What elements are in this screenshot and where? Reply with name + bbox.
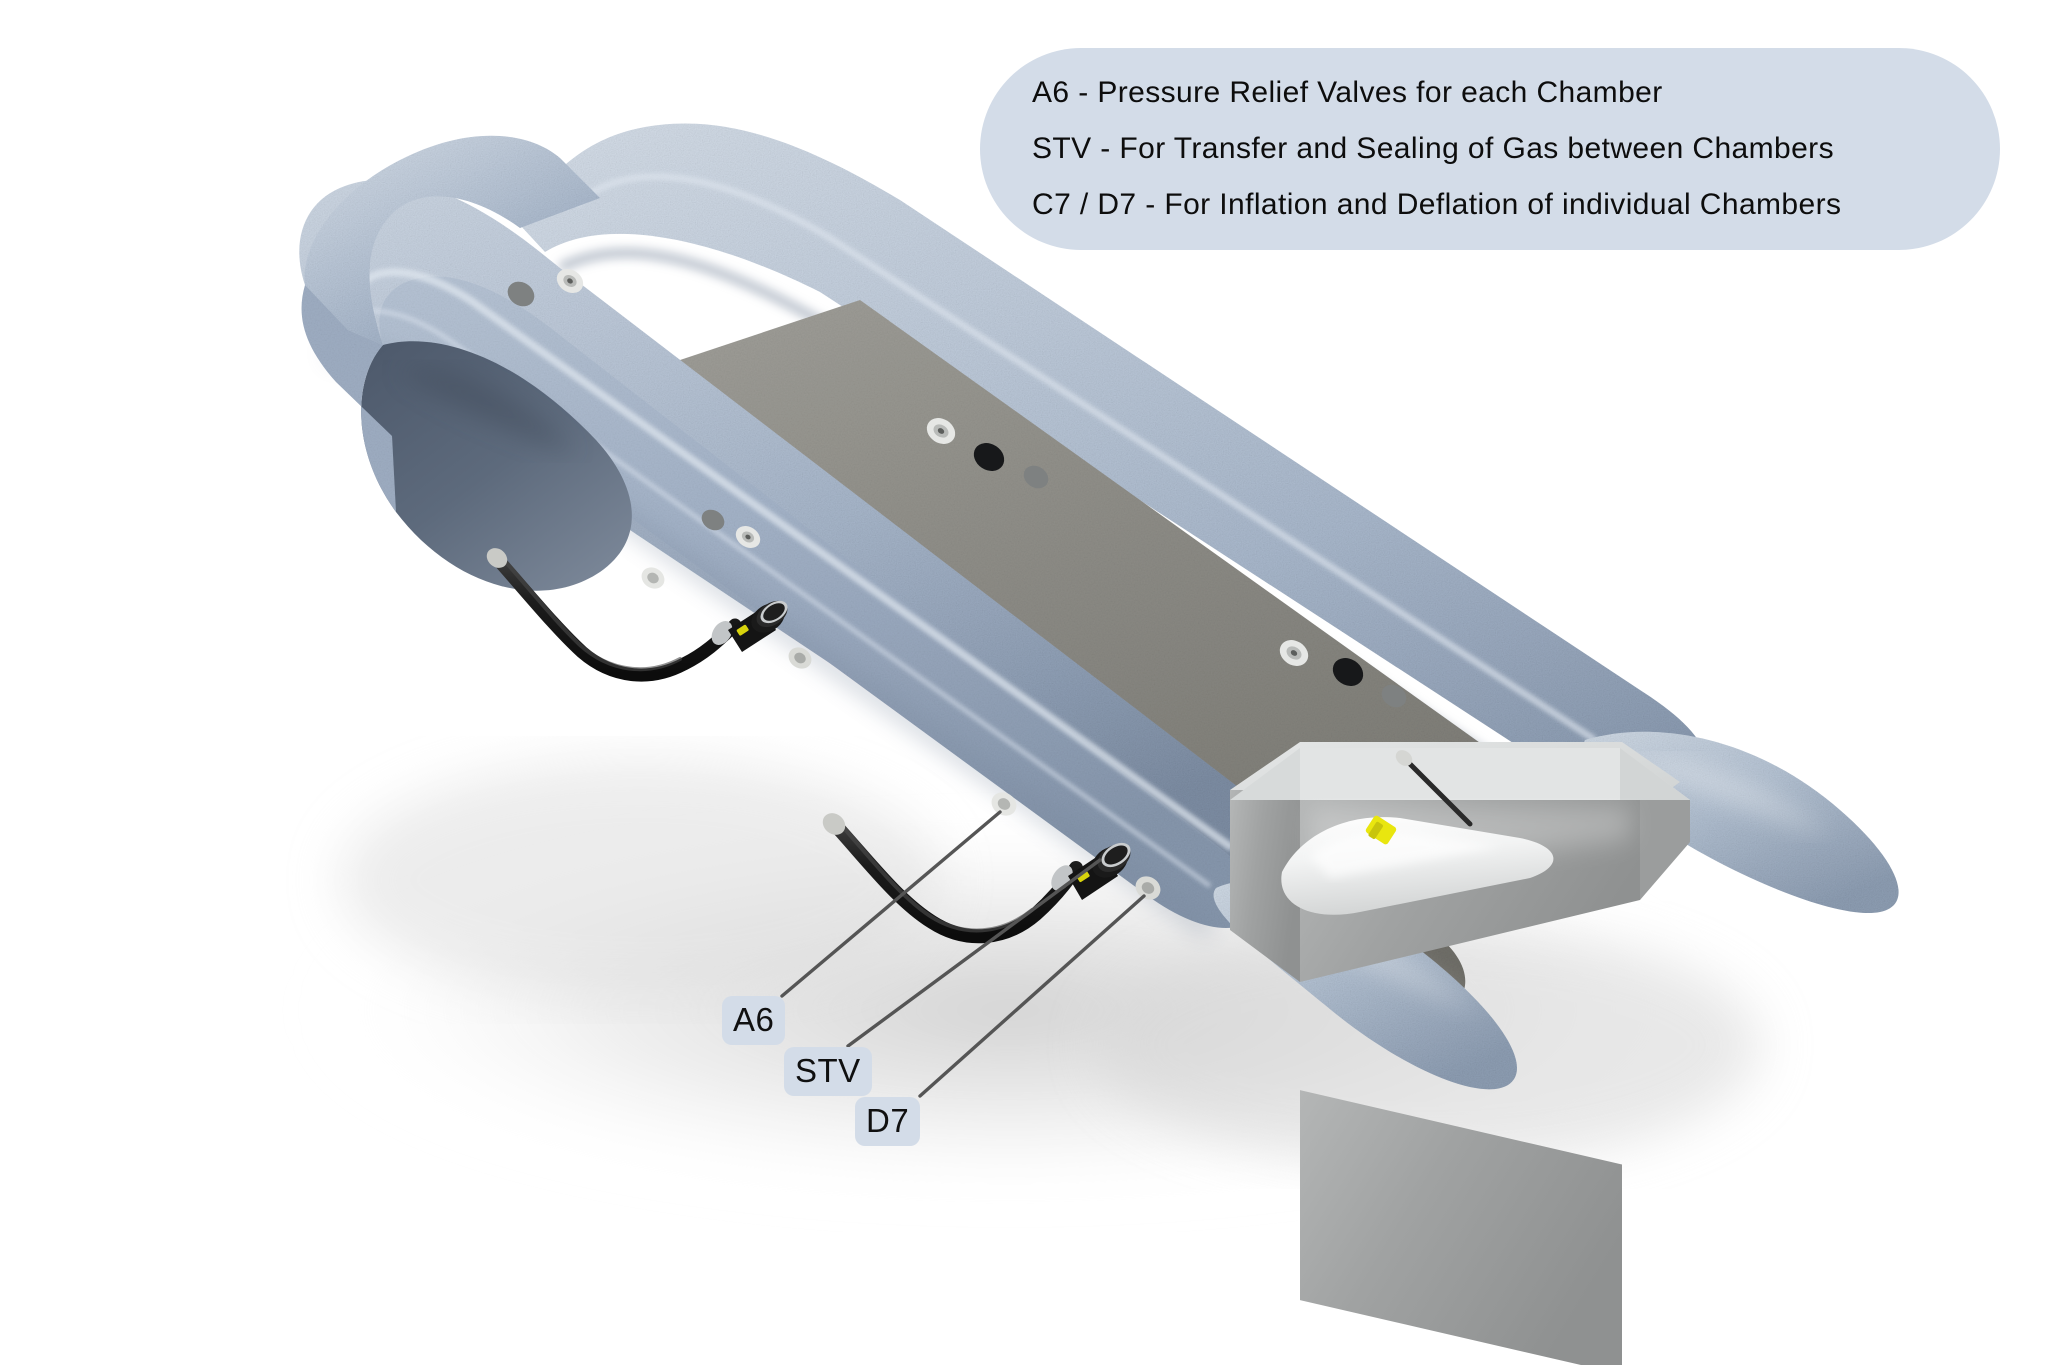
leader-line-stv (846, 858, 1102, 1048)
pressure-relief-valve (641, 567, 665, 589)
callout-badge-a6: A6 (722, 996, 786, 1045)
pressure-relief-valve-marker (926, 418, 956, 444)
legend-line-a6: A6 - Pressure Relief Valves for each Cha… (1032, 76, 1663, 109)
bow-section (301, 135, 632, 591)
valve-markers-keel (701, 509, 761, 548)
legend-line-c7d7: C7 / D7 - For Inflation and Deflation of… (1032, 188, 1842, 221)
pressure-relief-valve-marker (1279, 640, 1309, 666)
stern-cable (1395, 750, 1473, 827)
fuel-tank (1281, 815, 1554, 915)
leader-line-d7 (918, 894, 1146, 1098)
gas-transfer-valve (1068, 842, 1131, 900)
valve-markers-bow (507, 269, 584, 307)
pressure-relief-valve-marker (735, 526, 761, 548)
callout-badge-d7: D7 (855, 1097, 921, 1146)
forward-valve-assembly (486, 548, 812, 682)
starboard-tube (520, 123, 1708, 840)
tank-yellow-fitting (1365, 815, 1397, 845)
pressure-relief-valve (991, 792, 1017, 816)
legend-line-stv: STV - For Transfer and Sealing of Gas be… (1032, 132, 1834, 165)
callout-leader-lines (780, 810, 1146, 1098)
valve-markers-starboard-mid (926, 418, 1049, 489)
callout-badge-stv: STV (784, 1047, 872, 1096)
inflation-valve-marker (973, 443, 1005, 471)
leader-line-a6 (780, 810, 1002, 998)
valve-markers-starboard-aft (1279, 640, 1407, 708)
pressure-relief-valve-marker (556, 269, 584, 293)
legend-panel: A6 - Pressure Relief Valves for each Cha… (980, 48, 2000, 250)
inflation-deflation-valve (1135, 876, 1161, 900)
deflation-plug-marker (1023, 465, 1049, 489)
gas-transfer-valve (728, 600, 788, 652)
inflation-deflation-valve (788, 647, 812, 669)
